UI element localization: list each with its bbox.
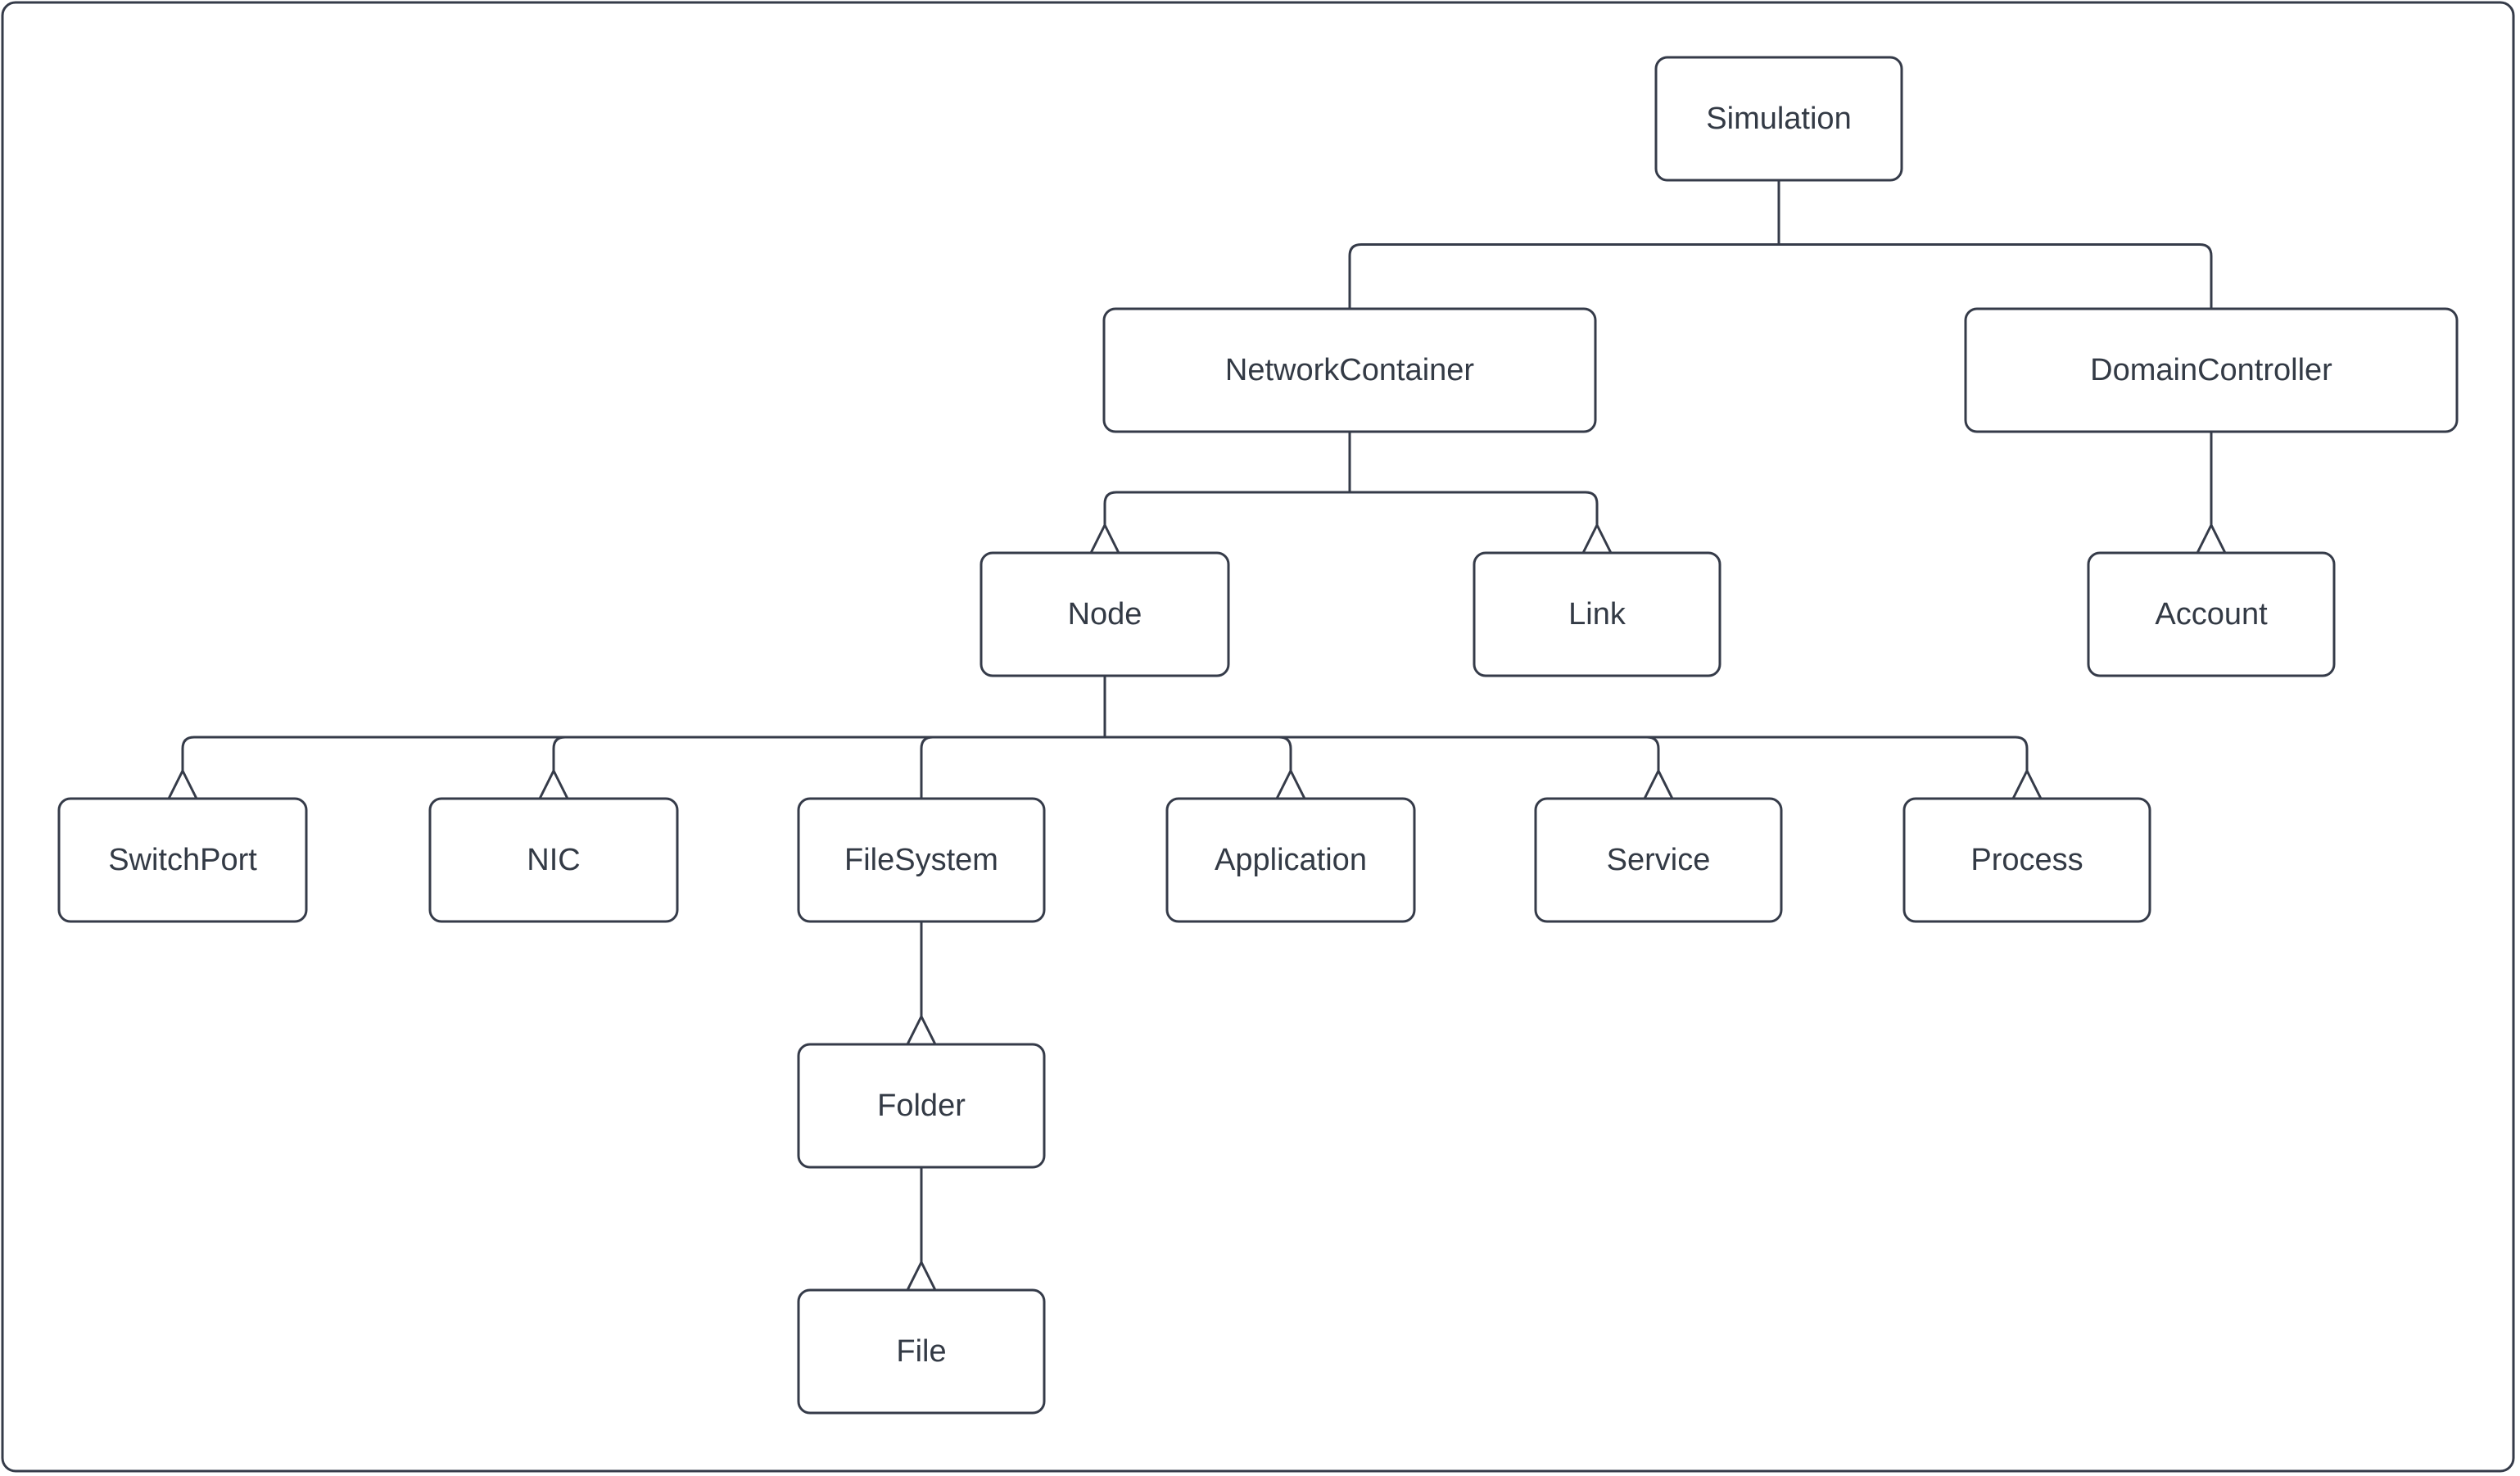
generalization-arrowhead xyxy=(167,770,198,799)
class-node-account[interactable]: Account xyxy=(2087,551,2336,677)
class-label-link: Link xyxy=(1568,597,1626,632)
class-node-folder[interactable]: Folder xyxy=(797,1043,1046,1169)
class-box-network_container[interactable] xyxy=(1102,307,1597,433)
class-node-filesystem[interactable]: FileSystem xyxy=(797,797,1046,923)
class-label-domain_controller: DomainController xyxy=(2090,353,2332,387)
class-node-network_container[interactable]: NetworkContainer xyxy=(1102,307,1597,433)
generalization-arrowhead xyxy=(2196,524,2227,554)
class-label-service: Service xyxy=(1607,843,1711,877)
class-box-file[interactable] xyxy=(797,1288,1046,1415)
generalization-arrowhead xyxy=(2011,770,2043,799)
class-node-application[interactable]: Application xyxy=(1165,797,1416,923)
class-node-link[interactable]: Link xyxy=(1473,551,1721,677)
class-node-domain_controller[interactable]: DomainController xyxy=(1964,307,2459,433)
generalization-arrowhead xyxy=(1643,770,1674,799)
class-label-process: Process xyxy=(1970,843,2083,877)
generalization-arrowhead xyxy=(1275,770,1306,799)
generalization-arrowhead xyxy=(906,1261,937,1291)
edge-node-to-process xyxy=(1105,736,2029,771)
class-box-simulation[interactable] xyxy=(1654,56,1903,182)
generalization-arrowhead xyxy=(1089,524,1120,554)
edge-node-to-nic xyxy=(552,736,1105,771)
edge-simulation-to-network_container xyxy=(1348,243,1779,309)
edge-network_container-to-node xyxy=(1103,491,1350,525)
class-label-filesystem: FileSystem xyxy=(844,843,998,877)
class-node-simulation[interactable]: Simulation xyxy=(1654,56,1903,182)
class-label-nic: NIC xyxy=(527,843,580,877)
class-box-application[interactable] xyxy=(1165,797,1416,923)
class-label-switchport: SwitchPort xyxy=(108,843,257,877)
class-label-application: Application xyxy=(1215,843,1367,877)
class-node-file[interactable]: File xyxy=(797,1288,1046,1415)
class-node-service[interactable]: Service xyxy=(1534,797,1783,923)
class-node-switchport[interactable]: SwitchPort xyxy=(57,797,308,923)
edge-simulation-to-domain_controller xyxy=(1779,243,2213,309)
class-node-process[interactable]: Process xyxy=(1902,797,2151,923)
class-box-nic[interactable] xyxy=(428,797,679,923)
edge-node-to-switchport xyxy=(181,736,1105,771)
class-box-account[interactable] xyxy=(2087,551,2336,677)
edge-node-to-filesystem xyxy=(920,736,1105,799)
edge-layer xyxy=(167,180,2227,1291)
generalization-arrowhead xyxy=(538,770,569,799)
class-label-folder: Folder xyxy=(877,1089,966,1123)
class-label-account: Account xyxy=(2155,597,2268,632)
class-box-process[interactable] xyxy=(1902,797,2151,923)
class-node-node[interactable]: Node xyxy=(979,551,1230,677)
edge-network_container-to-link xyxy=(1350,491,1599,525)
class-node-nic[interactable]: NIC xyxy=(428,797,679,923)
class-box-service[interactable] xyxy=(1534,797,1783,923)
class-box-domain_controller[interactable] xyxy=(1964,307,2459,433)
class-box-switchport[interactable] xyxy=(57,797,308,923)
generalization-arrowhead xyxy=(1581,524,1613,554)
class-label-file: File xyxy=(896,1334,946,1369)
class-box-node[interactable] xyxy=(979,551,1230,677)
class-box-filesystem[interactable] xyxy=(797,797,1046,923)
class-label-node: Node xyxy=(1068,597,1142,632)
class-box-folder[interactable] xyxy=(797,1043,1046,1169)
class-box-link[interactable] xyxy=(1473,551,1721,677)
class-label-simulation: Simulation xyxy=(1706,102,1851,136)
generalization-arrowhead xyxy=(906,1016,937,1045)
class-label-network_container: NetworkContainer xyxy=(1225,353,1474,387)
